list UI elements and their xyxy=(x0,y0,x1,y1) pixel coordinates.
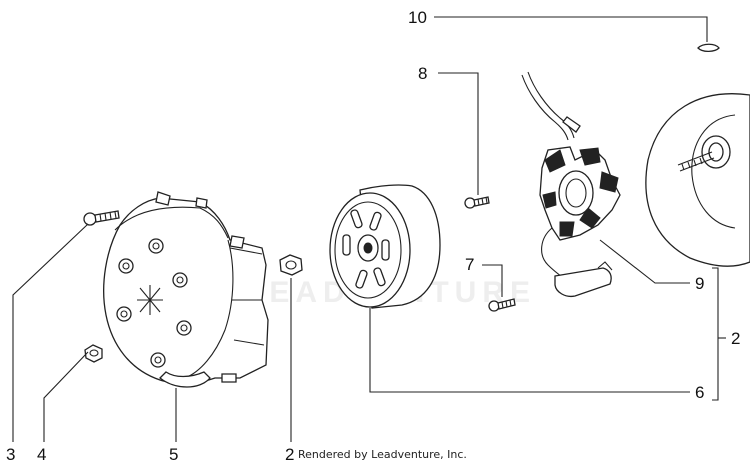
screw-8 xyxy=(464,196,490,209)
callout-7: 7 xyxy=(465,255,474,274)
callout-2-bottom: 2 xyxy=(285,445,294,464)
callout-5: 5 xyxy=(169,445,178,464)
callout-8: 8 xyxy=(418,64,427,83)
screw-3 xyxy=(83,210,120,226)
callout-3: 3 xyxy=(6,445,15,464)
callout-4: 4 xyxy=(37,445,46,464)
flywheel xyxy=(329,184,441,309)
cover-bolts xyxy=(116,238,192,368)
woodruff-key xyxy=(697,43,720,53)
engine-case xyxy=(645,93,750,267)
flywheel-cover xyxy=(103,191,269,388)
stator xyxy=(521,71,621,298)
nut-4 xyxy=(84,344,103,363)
callout-10: 10 xyxy=(408,8,427,27)
callout-2-right: 2 xyxy=(731,329,740,348)
leader-lines xyxy=(12,16,726,442)
screw-7 xyxy=(488,298,516,312)
render-credit: Rendered by Leadventure, Inc. xyxy=(298,448,467,461)
callout-6: 6 xyxy=(695,383,704,402)
nut xyxy=(279,254,303,276)
callout-9: 9 xyxy=(695,274,704,293)
